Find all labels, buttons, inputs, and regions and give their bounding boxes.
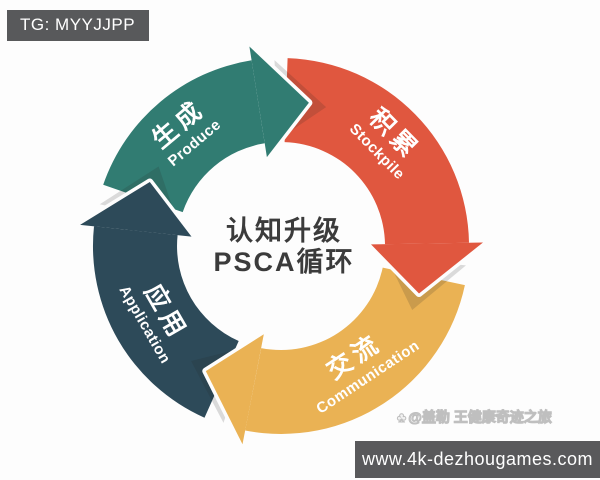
cycle-center-title-line2: PSCA循环 bbox=[213, 247, 355, 277]
watermark-text: @盖勒 王健康奇迹之旅 bbox=[408, 409, 553, 426]
segment-application-arrowhead bbox=[80, 182, 192, 237]
segment-communication-arrowhead bbox=[205, 334, 264, 445]
segment-communication bbox=[245, 267, 465, 434]
cycle-center-title-line1: 认知升级 bbox=[225, 216, 342, 246]
segment-stockpile-arrowhead bbox=[371, 242, 483, 294]
segment-application bbox=[92, 226, 239, 418]
segment-stockpile bbox=[284, 58, 469, 245]
segment-produce-arrowhead bbox=[249, 46, 309, 158]
paw-icon: ♣ bbox=[396, 409, 407, 426]
cycle-center-title: 认知升级 PSCA循环 bbox=[213, 216, 354, 278]
footer-url-text: www.4k-dezhougames.com bbox=[361, 449, 594, 469]
watermark: ♣@盖勒 王健康奇迹之旅 bbox=[396, 407, 553, 427]
footer-url-bar: www.4k-dezhougames.com bbox=[355, 441, 600, 478]
segment-produce bbox=[103, 60, 265, 213]
tg-badge-label: TG: MYYJJPP bbox=[20, 15, 136, 34]
tg-badge: TG: MYYJJPP bbox=[7, 10, 150, 41]
